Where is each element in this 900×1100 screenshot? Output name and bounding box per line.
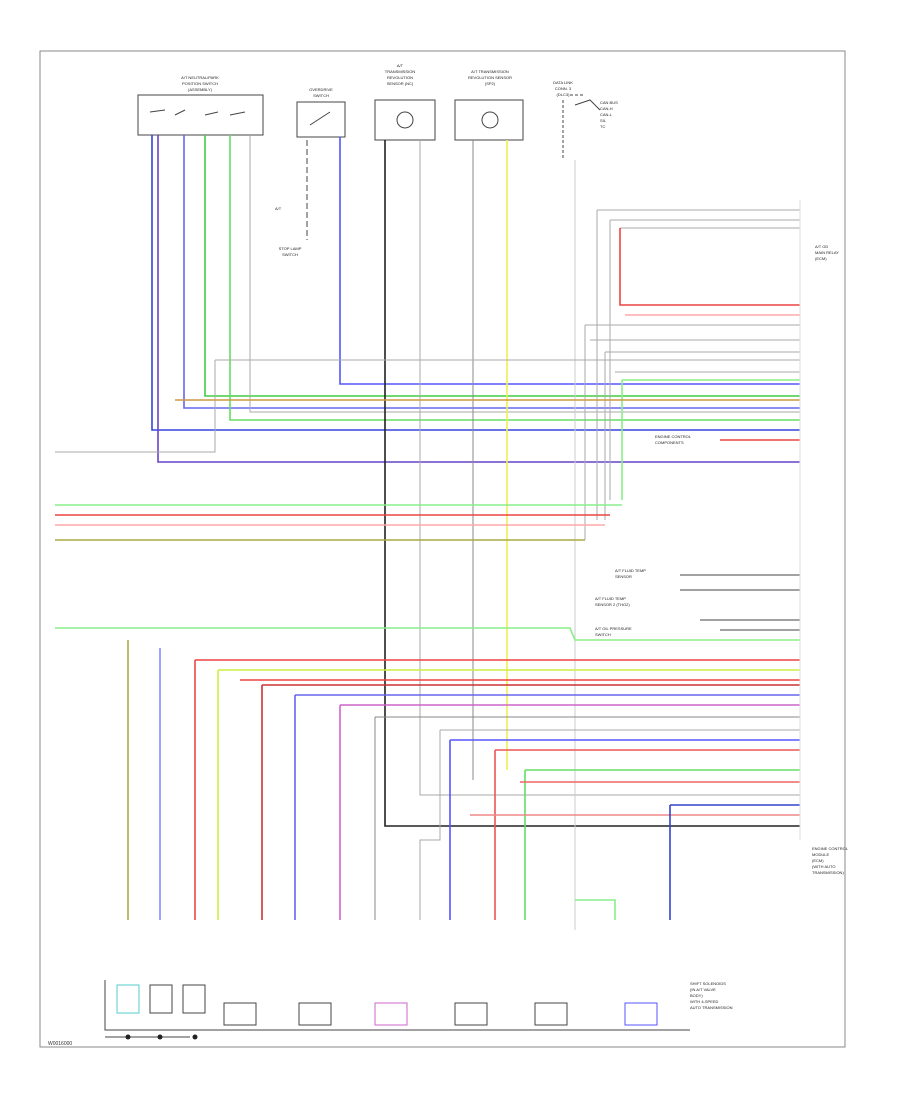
solenoid-6: [374, 1002, 408, 1026]
solenoid-4: [223, 1002, 257, 1026]
pnp-switch-title-3: (ASSEMBLY): [188, 87, 213, 92]
pnp-switch: A/T NEUTRAL/PARK POSITION SWITCH (ASSEMB…: [137, 75, 264, 136]
solenoid-label-1: SHIFT SOLENOIDS: [690, 981, 726, 986]
solenoid-2: [149, 984, 173, 1014]
diagram-frame: [39, 50, 846, 1048]
dlc3-label-2: CAN-H: [600, 106, 613, 111]
engine-components-label-1: ENGINE CONTROL: [655, 434, 692, 439]
nc-sensor-title-3: REVOLUTION: [387, 75, 413, 80]
ecm-top-label-2: MAIN RELAY: [815, 250, 839, 255]
solenoid-label-3: BODY): [690, 993, 703, 998]
fluid-temp-label-1: A/T FLUID TEMP: [615, 568, 646, 573]
sp2-sensor: A/T TRANSMISSION REVOLUTION SENSOR (SP2): [454, 69, 524, 141]
stop-lamp-label-2: SWITCH: [282, 252, 298, 257]
dlc3-title-3: (DLC3): [557, 92, 571, 97]
oil-pressure-label-1: A/T OIL PRESSURE: [595, 626, 632, 631]
ecm-top-label-3: (ECM): [815, 256, 827, 261]
nc-sensor: A/T TRANSMISSION REVOLUTION SENSOR (NC): [374, 63, 436, 141]
fluid-temp-label-2: SENSOR: [615, 574, 632, 579]
stop-lamp-code: A/T: [275, 206, 282, 211]
nc-sensor-box: [374, 99, 436, 141]
solenoid-9: [624, 1002, 658, 1026]
ground-point-1: [125, 1034, 131, 1040]
dlc3-label-1: CAN BUS: [600, 100, 618, 105]
solenoid-label-5: AUTO TRANSMISSION: [690, 1005, 733, 1010]
ecm-bottom-label-4: (WITH AUTO: [812, 864, 835, 869]
solenoid-8: [534, 1002, 568, 1026]
fluid-temp2-label-1: A/T FLUID TEMP: [595, 596, 626, 601]
ecm-pin-column: A/T OD MAIN RELAY (ECM) ENGINE CONTROL M…: [799, 200, 849, 875]
solenoid-1: [116, 984, 140, 1014]
dlc3-label-5: TC: [600, 124, 605, 129]
pnp-switch-title-2: POSITION SWITCH: [182, 81, 218, 86]
sp2-sensor-box: [454, 99, 524, 141]
solenoid-7: [454, 1002, 488, 1026]
ecm-bottom-label-5: TRANSMISSION): [812, 870, 844, 875]
nc-sensor-title-2: TRANSMISSION: [385, 69, 416, 74]
solenoid-3: [182, 984, 206, 1014]
pnp-switch-contacts: [149, 109, 246, 116]
stop-lamp-switch: STOP LAMP SWITCH A/T: [275, 140, 308, 257]
solenoid-5: [298, 1002, 332, 1026]
ecm-bottom-label-1: ENGINE CONTROL: [812, 846, 849, 851]
ecm-bottom-label-3: (ECM): [812, 858, 824, 863]
overdrive-switch-contact: [309, 111, 331, 126]
overdrive-switch-box: [296, 101, 346, 138]
dlc3-title-2: CONN. 3: [555, 86, 572, 91]
fluid-temp2-label-2: SENSOR 2 (THO2): [595, 602, 630, 607]
overdrive-switch: OVERDRIVE SWITCH: [296, 87, 346, 138]
dlc3-pointer: [574, 99, 601, 111]
overdrive-switch-title: OVERDRIVE: [309, 87, 333, 92]
nc-sensor-title: A/T: [397, 63, 404, 68]
dlc3-title: DATA LINK: [553, 80, 573, 85]
sp2-sensor-title-3: (SP2): [485, 81, 496, 86]
dlc3-label-4: SIL: [600, 118, 607, 123]
overdrive-switch-title-2: SWITCH: [313, 93, 329, 98]
shift-solenoids: SHIFT SOLENOIDS (IN A/T VALVE BODY) WITH…: [104, 980, 733, 1040]
sp2-sensor-coil: [481, 111, 499, 129]
ground-point-3: [192, 1034, 198, 1040]
solenoid-outline: [104, 980, 690, 1031]
pnp-switch-title: A/T NEUTRAL/PARK: [181, 75, 219, 80]
oil-pressure-label-2: SWITCH: [595, 632, 611, 637]
dlc3: DATA LINK CONN. 3 (DLC3) CAN BUS CAN-H C…: [553, 80, 618, 160]
diagram-code: W0016000: [48, 1041, 73, 1047]
solenoid-label-2: (IN A/T VALVE: [690, 987, 716, 992]
stop-lamp-label-1: STOP LAMP: [279, 246, 302, 251]
ecm-bottom-label-2: MODULE: [812, 852, 829, 857]
ecm-top-label-1: A/T OD: [815, 244, 828, 249]
nc-sensor-coil: [396, 111, 414, 129]
sp2-sensor-title-2: REVOLUTION SENSOR: [468, 75, 512, 80]
dlc3-label-3: CAN-L: [600, 112, 613, 117]
nc-sensor-title-4: SENSOR (NC): [387, 81, 414, 86]
engine-components-label-2: COMPONENTS: [655, 440, 684, 445]
dlc3-outline: [562, 94, 585, 160]
ground-point-2: [157, 1034, 163, 1040]
sp2-sensor-title: A/T TRANSMISSION: [471, 69, 509, 74]
solenoid-label-4: WITH 4-SPEED: [690, 999, 719, 1004]
wires: [55, 135, 800, 930]
pnp-switch-box: [137, 94, 264, 136]
